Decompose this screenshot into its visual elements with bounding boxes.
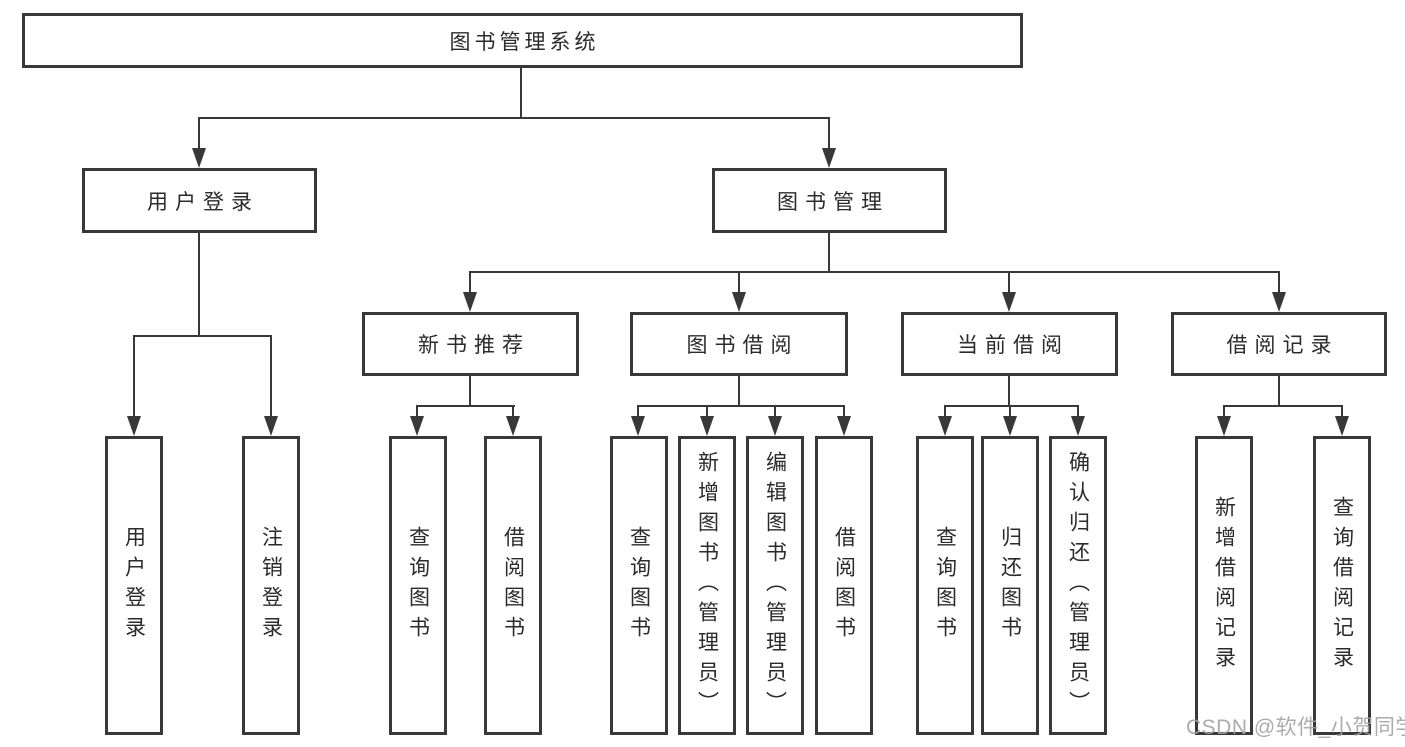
leaf-edit-book-admin: 编辑图书（管理员）: [746, 436, 804, 735]
arrow-down-icon: [700, 416, 714, 436]
csdn-watermark: CSDN @软件_小贺同学: [1186, 716, 1405, 739]
arrow-down-icon: [1071, 416, 1085, 436]
leaf-user-login: 用户登录: [105, 436, 163, 735]
connector-module-hbar: [637, 405, 845, 407]
leaf-query-borrow-record: 查询借阅记录: [1313, 436, 1371, 735]
node-current-borrow-label: 当前借阅: [957, 334, 1069, 357]
leaf-label: 注销登录: [259, 525, 283, 646]
leaf-label: 借阅图书: [501, 525, 525, 646]
connector-leaf-stem: [1077, 406, 1079, 416]
leaf-label: 查询图书: [933, 525, 957, 646]
connector-user-login-stem: [198, 232, 200, 336]
connector-leaf-stem: [512, 406, 514, 416]
leaf-add-book-admin: 新增图书（管理员）: [678, 436, 736, 735]
leaf-query-books-current: 查询图书: [916, 436, 974, 735]
node-user-login-label: 用户登录: [147, 190, 259, 214]
connector-level2-hbar: [469, 271, 1280, 273]
connector-module-stem: [469, 375, 471, 406]
connector-book-management-stem: [828, 232, 830, 272]
connector-module-stem: [1278, 375, 1280, 406]
connector-module-stem: [1008, 375, 1010, 406]
connector-to-book-management-stem: [828, 118, 830, 149]
connector-level1-hbar: [198, 117, 830, 119]
node-book-borrow: 图书借阅: [630, 312, 848, 376]
arrow-down-icon: [264, 416, 278, 436]
node-borrow-records: 借阅记录: [1171, 312, 1387, 376]
arrow-down-icon: [822, 148, 836, 168]
connector-to-module-stem: [1008, 272, 1010, 292]
connector-leaf-stem: [706, 406, 708, 416]
connector-leaf-stem: [944, 406, 946, 416]
connector-leaf-stem: [774, 406, 776, 416]
leaf-borrow-books-recommend: 借阅图书: [484, 436, 542, 735]
leaf-label: 编辑图书（管理员）: [763, 450, 787, 721]
arrow-down-icon: [506, 416, 520, 436]
node-root: 图书管理系统: [22, 13, 1023, 68]
leaf-label: 归还图书: [998, 525, 1022, 646]
arrow-down-icon: [463, 292, 477, 312]
arrow-down-icon: [938, 416, 952, 436]
connector-to-module-stem: [738, 272, 740, 292]
node-new-book-recommend-label: 新书推荐: [418, 334, 530, 357]
node-borrow-records-label: 借阅记录: [1226, 334, 1339, 357]
arrow-down-icon: [768, 416, 782, 436]
connector-to-user-login-stem: [198, 118, 200, 149]
connector-module-stem: [738, 375, 740, 406]
connector-module-hbar: [416, 405, 515, 407]
connector-module-hbar: [1223, 405, 1343, 407]
arrow-down-icon: [410, 416, 424, 436]
leaf-label: 查询图书: [406, 525, 430, 646]
node-root-label: 图书管理系统: [449, 30, 600, 54]
connector-leaf-stem: [416, 406, 418, 416]
arrow-down-icon: [1003, 416, 1017, 436]
leaf-label: 新增借阅记录: [1212, 495, 1236, 676]
node-book-management-label: 图书管理: [777, 190, 889, 214]
leaf-label: 用户登录: [122, 525, 146, 646]
arrow-down-icon: [1335, 416, 1349, 436]
leaf-label: 查询借阅记录: [1330, 495, 1354, 676]
connector-leaf-stem: [133, 336, 135, 416]
leaf-logout: 注销登录: [242, 436, 300, 735]
connector-leaf-stem: [1223, 406, 1225, 416]
arrow-down-icon: [127, 416, 141, 436]
connector-leaf-stem: [637, 406, 639, 416]
leaf-label: 查询图书: [627, 525, 651, 646]
arrow-down-icon: [1217, 416, 1231, 436]
arrow-down-icon: [732, 292, 746, 312]
connector-to-module-stem: [1278, 272, 1280, 292]
node-new-book-recommend: 新书推荐: [362, 312, 579, 376]
connector-leaf-stem: [1341, 406, 1343, 416]
arrow-down-icon: [1002, 292, 1016, 312]
leaf-confirm-return-admin: 确认归还（管理员）: [1049, 436, 1107, 735]
connector-module-hbar: [944, 405, 1079, 407]
leaf-borrow-books: 借阅图书: [815, 436, 873, 735]
arrow-down-icon: [631, 416, 645, 436]
arrow-down-icon: [837, 416, 851, 436]
connector-to-module-stem: [469, 272, 471, 292]
connector-user-login-hbar: [133, 335, 272, 337]
node-book-management: 图书管理: [712, 168, 947, 233]
connector-leaf-stem: [843, 406, 845, 416]
leaf-label: 确认归还（管理员）: [1066, 450, 1090, 721]
leaf-label: 新增图书（管理员）: [695, 450, 719, 721]
connector-leaf-stem: [270, 336, 272, 416]
leaf-label: 借阅图书: [832, 525, 856, 646]
connector-root-stem: [520, 66, 522, 118]
node-current-borrow: 当前借阅: [901, 312, 1118, 376]
connector-leaf-stem: [1009, 406, 1011, 416]
node-book-borrow-label: 图书借阅: [686, 334, 799, 357]
arrow-down-icon: [192, 148, 206, 168]
arrow-down-icon: [1272, 292, 1286, 312]
leaf-add-borrow-record: 新增借阅记录: [1195, 436, 1253, 735]
leaf-return-book: 归还图书: [981, 436, 1039, 735]
node-user-login: 用户登录: [82, 168, 317, 233]
leaf-query-books-borrow: 查询图书: [610, 436, 668, 735]
leaf-query-books-recommend: 查询图书: [389, 436, 447, 735]
